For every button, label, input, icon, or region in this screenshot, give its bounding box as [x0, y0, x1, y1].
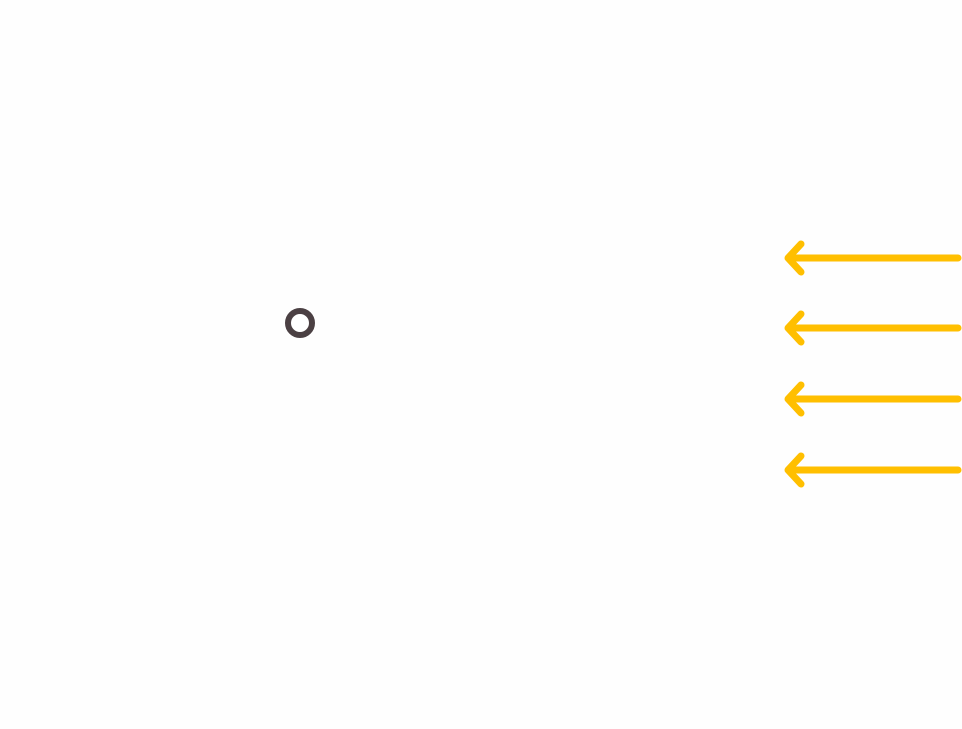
- particle-ring: [285, 308, 315, 338]
- arrow-head: [784, 381, 805, 417]
- incoming-arrow-4: [784, 452, 962, 488]
- incoming-arrow-3: [784, 381, 962, 417]
- incoming-arrow-2: [784, 310, 962, 346]
- arrow-head: [784, 240, 805, 276]
- arrow-head: [784, 310, 805, 346]
- incoming-arrow-1: [784, 240, 962, 276]
- arrow-head: [784, 452, 805, 488]
